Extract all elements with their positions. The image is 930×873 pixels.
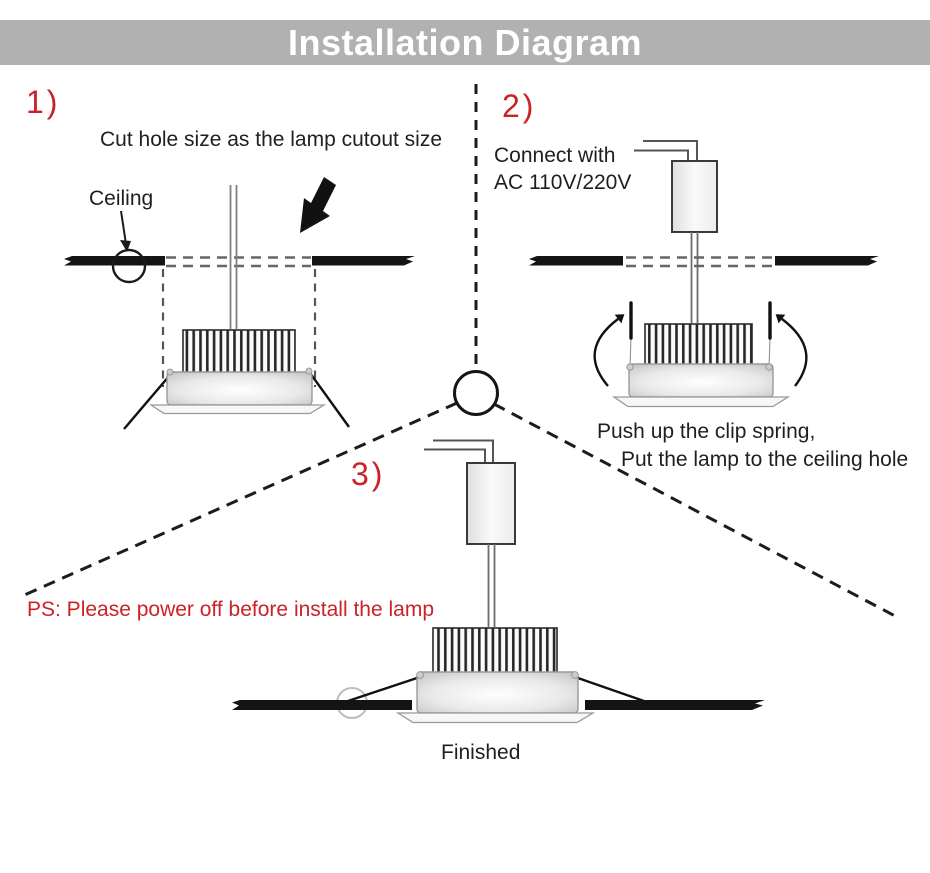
lamp-body: [166, 371, 313, 406]
step2-driver: [634, 140, 718, 323]
heatsink: [182, 329, 296, 374]
lamp-body: [416, 671, 579, 714]
spring-clip-right: [574, 675, 645, 703]
step2-diagram: [529, 140, 879, 408]
ceiling-label: Ceiling: [89, 187, 154, 210]
step1-diagram: [64, 177, 415, 430]
step2-note-line2: Put the lamp to the ceiling hole: [621, 448, 909, 471]
step1-number: 1): [26, 84, 61, 120]
ceiling-pointer-arrow-icon: [120, 210, 131, 252]
finished-label: Finished: [441, 741, 521, 764]
power-off-warning: PS: Please power off before install the …: [27, 598, 435, 621]
trim-flange: [395, 712, 596, 724]
step1-caption: Cut hole size as the lamp cutout size: [100, 128, 443, 151]
section-divider-lines: [19, 84, 898, 619]
heatsink: [644, 323, 753, 366]
step2-caption-line1: Connect with: [494, 144, 616, 167]
title-bar: Installation Diagram: [0, 20, 930, 65]
page-title: Installation Diagram: [287, 21, 643, 63]
trim-flange: [148, 404, 327, 415]
lamp-body: [628, 363, 774, 398]
step2-clip-springs: [629, 301, 772, 368]
step1-wire: [229, 185, 238, 329]
step2-downlight: [611, 323, 791, 408]
step3-driver: [424, 439, 516, 627]
rotate-left-arrow-icon: [593, 314, 625, 387]
step3-diagram: [232, 439, 765, 724]
trim-flange: [611, 396, 791, 408]
spring-clip-right: [309, 372, 350, 428]
step1-downlight: [123, 329, 350, 430]
junction-circle: [453, 370, 499, 416]
heatsink: [432, 627, 558, 674]
spring-clip-left: [344, 675, 421, 704]
cut-arrow-icon: [300, 177, 336, 233]
hole-marker-circle: [111, 248, 147, 284]
step3-number: 3): [351, 456, 386, 492]
step2-note-line1: Push up the clip spring,: [597, 420, 816, 443]
step2-caption-line2: AC 110V/220V: [494, 171, 632, 194]
step2-ceiling-line: [529, 256, 879, 268]
step3-ceiling-line: [232, 700, 765, 710]
step3-downlight: [416, 627, 579, 714]
rotate-right-arrow-icon: [775, 314, 808, 387]
spring-clip-left: [123, 374, 171, 430]
step2-number: 2): [502, 88, 537, 124]
